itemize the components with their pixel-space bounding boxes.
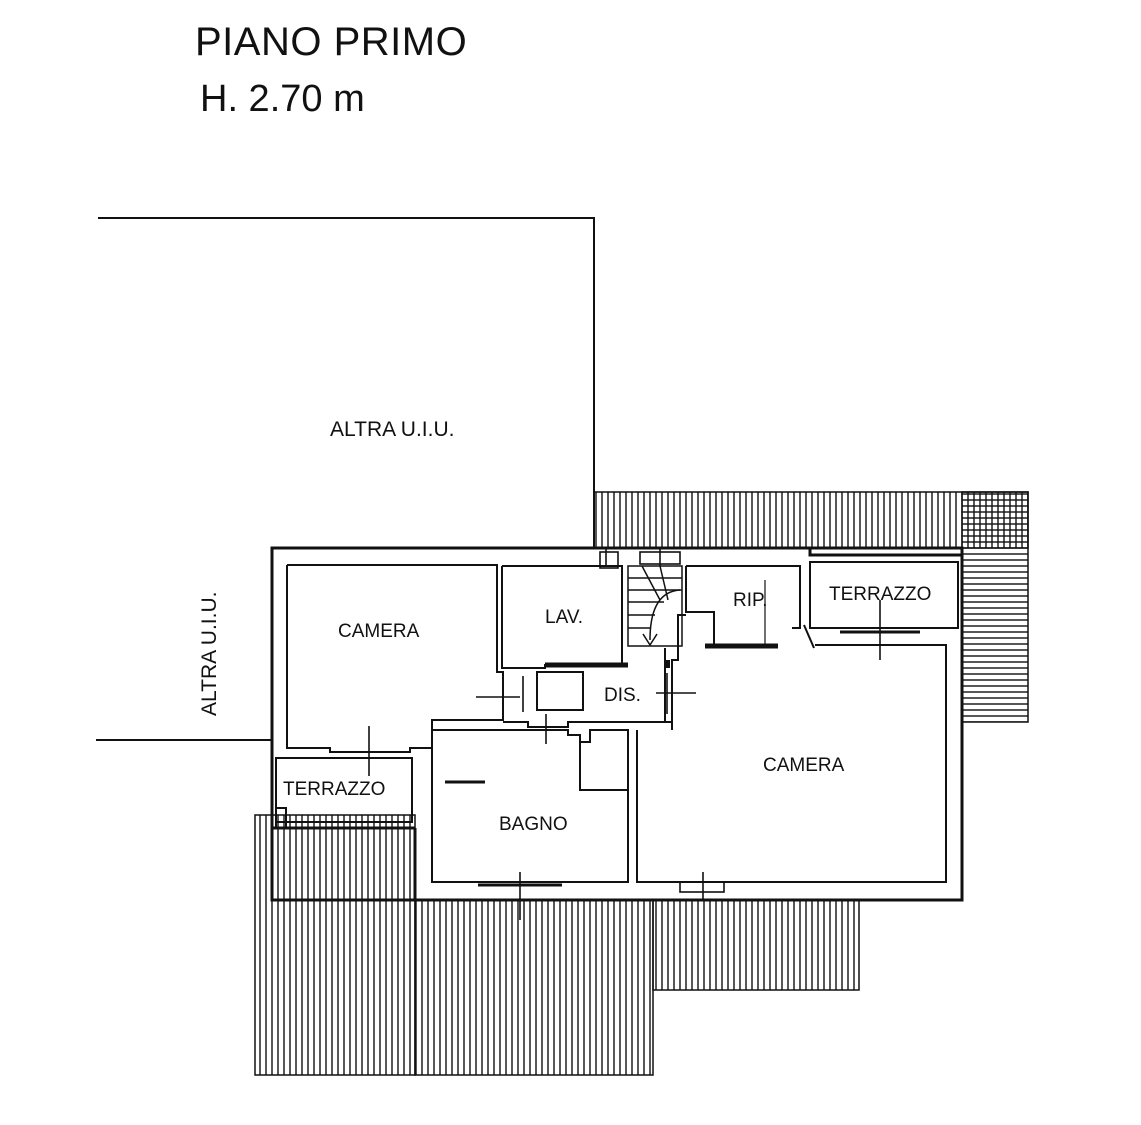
bedroom-right-label: CAMERA: [763, 755, 845, 776]
terrace-left-label: TERRAZZO: [283, 779, 385, 800]
bedroom-left-walls: [286, 564, 504, 753]
hall-walls: [503, 648, 673, 730]
bedroom-right-walls: [636, 614, 947, 883]
balcony-bottom-left: [254, 814, 416, 1076]
page-title: PIANO PRIMO: [195, 20, 468, 64]
balcony-right: [961, 491, 1029, 723]
bedroom-left-label: CAMERA: [338, 621, 420, 642]
balcony-bottom-middle: [414, 899, 654, 1076]
terrace-left-walls: [275, 757, 413, 829]
laundry-walls: [501, 565, 628, 669]
window-markers: [368, 548, 881, 920]
other-unit-top-label: ALTRA U.I.U.: [330, 418, 454, 441]
other-unit-left-label: ALTRA U.I.U.: [198, 592, 221, 716]
outer-walls: [270, 546, 964, 902]
balcony-bottom-right: [652, 899, 860, 991]
storage-walls: [685, 565, 801, 649]
bathroom-label: BAGNO: [499, 814, 568, 835]
balcony-hatching: [254, 491, 1029, 1076]
bathroom-walls: [431, 729, 629, 887]
laundry-label: LAV.: [545, 607, 583, 628]
staircase: [627, 565, 683, 647]
shaft: [536, 671, 584, 711]
floor-height: H. 2.70 m: [200, 78, 365, 120]
hall-label: DIS.: [604, 685, 641, 706]
terrace-right-label: TERRAZZO: [829, 584, 931, 605]
other-unit-outline: [96, 217, 595, 741]
storage-label: RIP.: [733, 590, 768, 611]
